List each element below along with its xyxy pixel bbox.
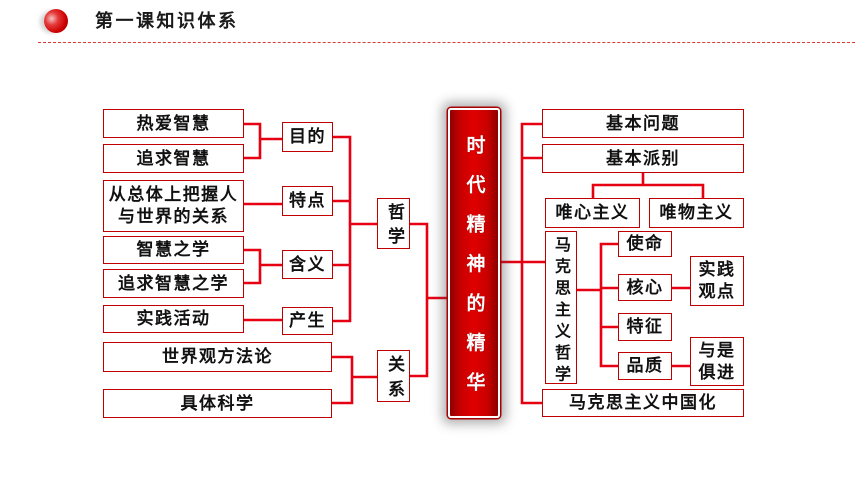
box-core: 核心: [618, 274, 672, 301]
box-practice-viewpoint-line-2: 观点: [698, 282, 736, 302]
box-basic-schools: 基本派别: [542, 144, 744, 173]
box-sinicization: 马克思主义中国化: [542, 389, 744, 417]
box-materialism: 唯物主义: [649, 198, 744, 228]
box-pursue-wisdom: 追求智慧: [103, 144, 244, 173]
box-characteristic: 特征: [618, 313, 672, 341]
label-philosophy-text: 哲学: [384, 203, 404, 249]
box-marxist-philosophy-text: 马克思主义哲学: [552, 236, 571, 384]
label-relation-text: 关系: [384, 355, 404, 402]
connector-marxism: [575, 242, 620, 368]
connector-philosophy: [331, 135, 379, 323]
connector-center-right: [498, 122, 547, 405]
box-idealism: 唯心主义: [545, 198, 640, 228]
header-divider: [38, 42, 855, 43]
box-quality: 品质: [618, 352, 672, 380]
box-keep-pace: 与是 俱进: [690, 337, 744, 386]
red-circle-icon: [44, 9, 68, 33]
box-practice-viewpoint: 实践 观点: [690, 256, 744, 306]
label-origin: 产生: [282, 307, 333, 335]
box-love-wisdom: 热爱智慧: [103, 109, 244, 138]
connector-center-left: [408, 222, 450, 378]
connector-schools: [591, 171, 705, 200]
box-keep-pace-line-1: 与是: [698, 340, 736, 361]
center-essence-box: 时代精神的精华: [448, 108, 500, 418]
box-wisdom-study: 智慧之学: [103, 236, 244, 264]
label-feature: 特点: [282, 186, 333, 216]
connector-purpose: [242, 122, 284, 160]
box-grasp-relation: 从总体上把握人 与世界的关系: [103, 180, 244, 232]
label-relation: 关系: [377, 350, 410, 402]
box-basic-question: 基本问题: [542, 109, 744, 138]
box-keep-pace-line-2: 俱进: [698, 362, 736, 383]
box-mission: 使命: [618, 231, 672, 257]
label-meaning: 含义: [282, 250, 333, 279]
label-purpose: 目的: [282, 122, 333, 152]
box-practice-activity: 实践活动: [103, 305, 244, 333]
box-worldview-methodology: 世界观方法论: [103, 342, 332, 372]
box-practice-viewpoint-line-1: 实践: [698, 260, 736, 280]
box-grasp-relation-line-1: 从总体上把握人: [108, 185, 239, 205]
box-pursue-wisdom-study: 追求智慧之学: [103, 269, 244, 298]
connector-relation: [330, 355, 379, 405]
center-essence-text: 时代精神的精华: [463, 135, 486, 412]
box-specific-science: 具体科学: [103, 389, 332, 418]
page-title: 第一课知识体系: [95, 11, 239, 32]
box-grasp-relation-line-2: 与世界的关系: [118, 207, 229, 227]
box-marxist-philosophy: 马克思主义哲学: [545, 231, 577, 384]
label-philosophy: 哲学: [377, 198, 410, 249]
connector-meaning: [242, 248, 284, 285]
